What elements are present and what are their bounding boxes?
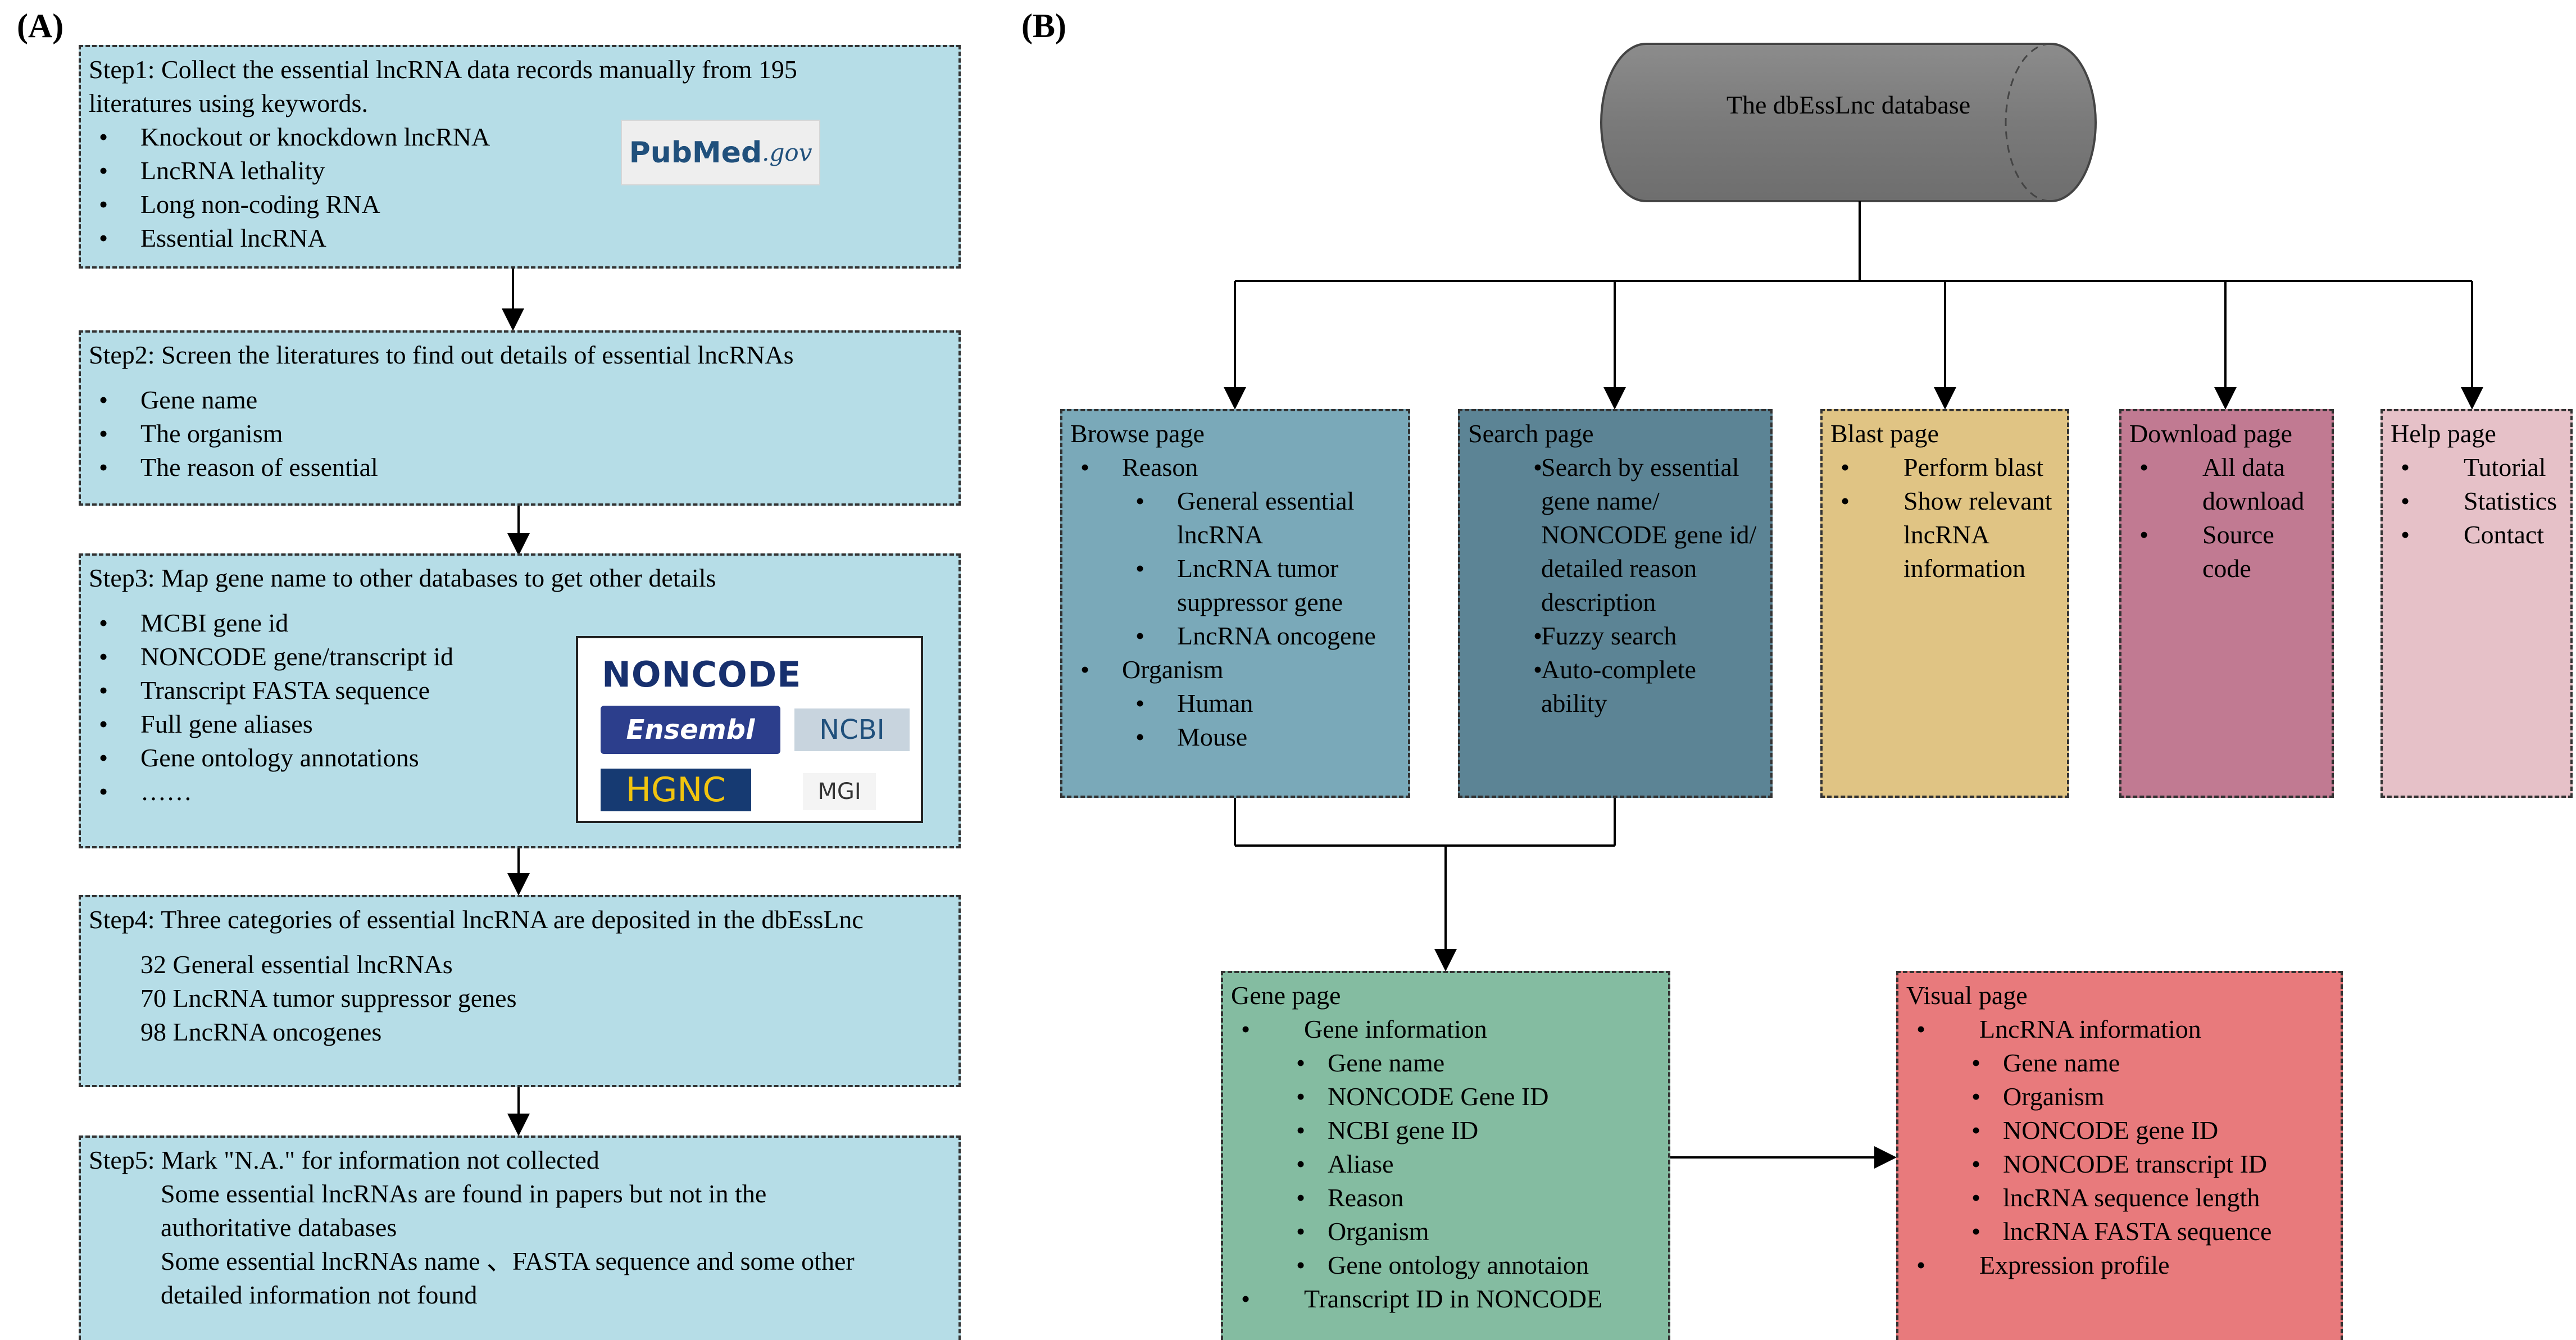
step3-item: Gene ontology annotations: [89, 741, 951, 775]
panel-b-label: (B): [1021, 7, 1066, 44]
gene-item: NCBI gene ID: [1231, 1114, 1660, 1147]
help-page-title: Help page: [2391, 419, 2496, 448]
step2-item: The reason of essential: [89, 451, 951, 484]
step5-item: Some essential lncRNAs are found in pape…: [161, 1179, 767, 1242]
step3-item: MCBI gene id: [89, 606, 951, 640]
gene-page-title: Gene page: [1231, 981, 1341, 1010]
step2-box: Step2: Screen the literatures to find ou…: [79, 330, 961, 506]
step4-item: 70 LncRNA tumor suppressor genes: [140, 984, 517, 1012]
blast-item: Show relevant lncRNA information: [1830, 484, 2059, 585]
step4-item: 32 General essential lncRNAs: [140, 950, 453, 979]
download-item: Source code: [2129, 518, 2324, 585]
download-page-box: Download page All data download Source c…: [2119, 409, 2334, 798]
step2-title: Step2: Screen the literatures to find ou…: [89, 340, 794, 369]
step3-item: ……: [89, 775, 951, 808]
gene-item: Gene information: [1231, 1012, 1660, 1046]
visual-item: lncRNA FASTA sequence: [1906, 1215, 2333, 1248]
step2-item: Gene name: [89, 383, 951, 417]
visual-item: NONCODE transcript ID: [1906, 1147, 2333, 1181]
browse-item: Organism: [1070, 653, 1400, 687]
download-item: All data download: [2129, 451, 2324, 518]
database-label: The dbEssLnc database: [1726, 90, 1971, 119]
panel-a-label: (A): [17, 7, 64, 44]
ncbi-logo: NCBI: [794, 708, 910, 751]
step1-title: Step1: Collect the essential lncRNA data…: [89, 55, 797, 117]
browse-item: LncRNA oncogene: [1070, 619, 1400, 653]
visual-item: NONCODE gene ID: [1906, 1114, 2333, 1147]
gene-item: Reason: [1231, 1181, 1660, 1215]
visual-item: Gene name: [1906, 1046, 2333, 1080]
ensembl-logo: Ensembl: [601, 706, 780, 754]
browse-item: General essential lncRNA: [1070, 484, 1400, 552]
visual-page-box: Visual page LncRNA information Gene name…: [1896, 971, 2343, 1340]
gene-item: Gene ontology annotaion: [1231, 1248, 1660, 1282]
pubmed-logo-suffix: .gov: [762, 139, 812, 166]
gene-item: Gene name: [1231, 1046, 1660, 1080]
step4-title: Step4: Three categories of essential lnc…: [89, 905, 864, 934]
step5-item: Some essential lncRNAs name 、FASTA seque…: [161, 1247, 855, 1309]
step3-item: Full gene aliases: [89, 707, 951, 741]
search-item: Fuzzy search: [1468, 619, 1762, 653]
visual-item: Expression profile: [1906, 1248, 2333, 1282]
gene-item: NONCODE Gene ID: [1231, 1080, 1660, 1114]
browse-item: Mouse: [1070, 720, 1400, 754]
search-item: Auto-complete ability: [1468, 653, 1762, 720]
search-page-title: Search page: [1468, 419, 1594, 448]
browse-item: LncRNA tumor suppressor gene: [1070, 552, 1400, 619]
step5-title: Step5: Mark "N.A." for information not c…: [89, 1146, 599, 1174]
database-logos-panel: NONCODE Ensembl NCBI HGNC MGI: [576, 636, 923, 823]
step3-item: Transcript FASTA sequence: [89, 674, 951, 707]
visual-item: lncRNA sequence length: [1906, 1181, 2333, 1215]
browse-page-box: Browse page Reason General essential lnc…: [1060, 409, 1410, 798]
noncode-logo: NONCODE: [602, 654, 802, 695]
help-page-box: Help page Tutorial Statistics Contact: [2380, 409, 2573, 798]
step5-box: Step5: Mark "N.A." for information not c…: [79, 1135, 961, 1340]
step1-item: Essential lncRNA: [89, 221, 951, 255]
browse-item: Human: [1070, 687, 1400, 720]
gene-item: Transcript ID in NONCODE: [1231, 1282, 1660, 1316]
step3-item: NONCODE gene/transcript id: [89, 640, 951, 674]
step1-item: Long non-coding RNA: [89, 188, 951, 221]
help-item: Tutorial: [2391, 451, 2563, 484]
download-page-title: Download page: [2129, 419, 2292, 448]
step3-title: Step3: Map gene name to other databases …: [89, 564, 716, 592]
gene-page-box: Gene page Gene information Gene name NON…: [1221, 971, 1670, 1340]
mgi-logo: MGI: [803, 773, 876, 810]
step2-item: The organism: [89, 417, 951, 451]
gene-item: Aliase: [1231, 1147, 1660, 1181]
visual-item: Organism: [1906, 1080, 2333, 1114]
visual-page-title: Visual page: [1906, 981, 2028, 1010]
pubmed-logo: PubMed.gov: [621, 120, 820, 185]
browse-page-title: Browse page: [1070, 419, 1205, 448]
pubmed-logo-main: PubMed: [629, 135, 762, 170]
hgnc-logo: HGNC: [601, 769, 751, 811]
blast-page-box: Blast page Perform blast Show relevant l…: [1820, 409, 2069, 798]
step1-box: Step1: Collect the essential lncRNA data…: [79, 45, 961, 269]
step4-box: Step4: Three categories of essential lnc…: [79, 895, 961, 1087]
gene-item: Organism: [1231, 1215, 1660, 1248]
visual-item: LncRNA information: [1906, 1012, 2333, 1046]
blast-item: Perform blast: [1830, 451, 2059, 484]
help-item: Contact: [2391, 518, 2563, 552]
browse-item: Reason: [1070, 451, 1400, 484]
step4-item: 98 LncRNA oncogenes: [140, 1018, 382, 1046]
step1-item: Knockout or knockdown lncRNA: [89, 120, 951, 154]
search-page-box: Search page Search by essential gene nam…: [1458, 409, 1773, 798]
database-cylinder: [1600, 43, 2097, 202]
search-item: Search by essential gene name/ NONCODE g…: [1468, 451, 1762, 619]
help-item: Statistics: [2391, 484, 2563, 518]
step1-item: LncRNA lethality: [89, 154, 951, 188]
blast-page-title: Blast page: [1830, 419, 1939, 448]
